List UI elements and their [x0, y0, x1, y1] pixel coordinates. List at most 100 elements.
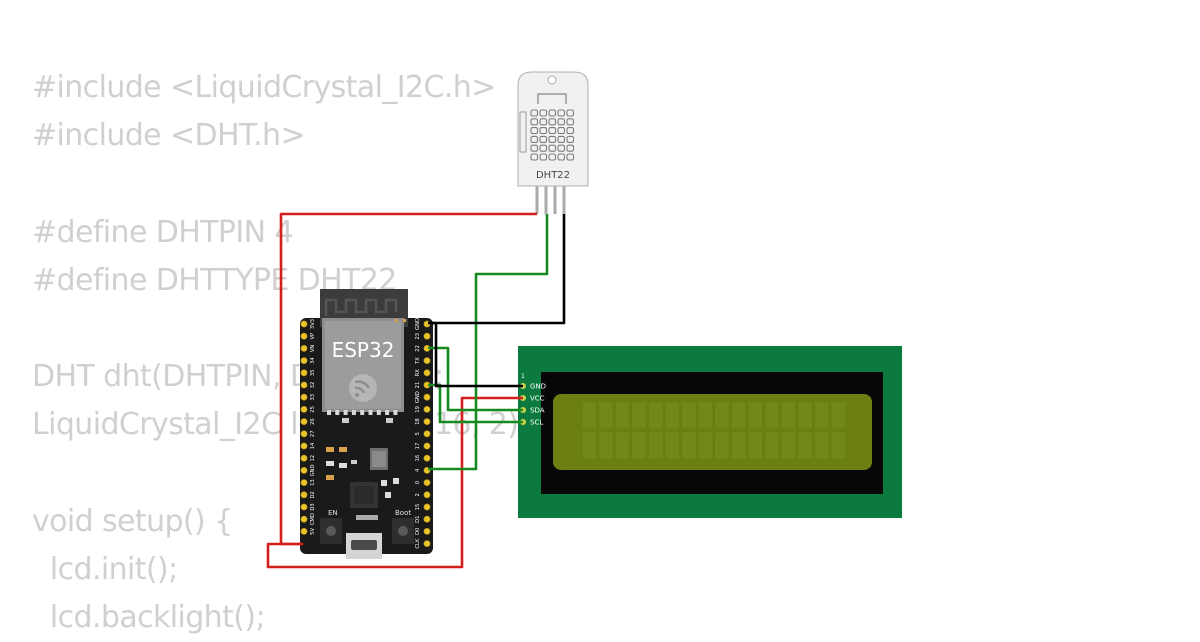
lcd-cell	[714, 401, 730, 430]
esp32-pin-right-15[interactable]: 15	[415, 503, 431, 511]
pin-label: 27	[310, 430, 316, 437]
esp32-pin-right-19[interactable]: 19	[415, 405, 431, 413]
vent-slot	[557, 135, 566, 143]
esp32-pin-left-gnd[interactable]: GND	[300, 464, 316, 476]
esp32-pin-right-5[interactable]: 5	[415, 430, 431, 438]
wire-dht-data-green[interactable]	[428, 214, 549, 471]
esp32-pin-left-32[interactable]: 32	[300, 381, 316, 389]
en-button[interactable]: EN	[320, 509, 342, 544]
esp32-pin-left-12[interactable]: 12	[300, 454, 316, 462]
esp32-pin-left-d2[interactable]: D2	[300, 491, 316, 498]
esp32-pin-right-rx[interactable]: RX	[415, 369, 431, 377]
esp32-pin-left-26[interactable]: 26	[300, 418, 316, 425]
esp32-pin-left-3v3[interactable]: 3V3	[300, 319, 316, 329]
pin-label: 2	[415, 493, 421, 496]
pin-label: 34	[310, 357, 316, 364]
esp32-pin-right-d1[interactable]: D1	[415, 516, 431, 523]
esp32-pin-left-35[interactable]: 35	[300, 369, 316, 377]
code-line: lcd.init();	[32, 551, 178, 587]
lcd-cell	[764, 431, 780, 460]
esp32-pin-left-13[interactable]: 13	[300, 479, 316, 486]
esp32-pin-left-vn[interactable]: VN	[300, 345, 316, 353]
dht22-sensor[interactable]: DHT22	[517, 71, 589, 214]
vent-slot	[530, 153, 539, 161]
esp32-pin-left-5v[interactable]: 5V	[300, 528, 316, 535]
espressif-logo-icon	[349, 374, 377, 402]
castellation	[351, 410, 356, 415]
esp32-pin-right-18[interactable]: 18	[415, 418, 431, 425]
esp32-pin-right-23[interactable]: 23	[415, 332, 431, 340]
castellation	[376, 410, 381, 415]
dht22-vents	[519, 109, 575, 161]
lcd-cell	[664, 401, 680, 430]
lcd-display[interactable]: 1 GND VCC SDA SCL	[518, 346, 902, 518]
esp32-board[interactable]: ESP32 3V3VPVN343532332526271412GND13D2D3…	[300, 289, 433, 559]
esp32-pin-right-17[interactable]: 17	[415, 442, 431, 450]
esp32-pin-left-vp[interactable]: VP	[300, 332, 316, 340]
pin-label: GND	[415, 391, 421, 403]
lcd-cell	[598, 401, 614, 430]
castellation	[393, 410, 398, 415]
lcd-cell	[697, 431, 714, 460]
pin-label: 21	[415, 382, 421, 389]
pin-label: TX	[415, 357, 421, 365]
en-button-label: EN	[328, 509, 338, 517]
pin-label: VP	[310, 333, 316, 340]
esp32-pin-right-2[interactable]: 2	[415, 491, 431, 499]
esp32-pin-right-0[interactable]: 0	[415, 479, 431, 486]
lcd-cell	[747, 431, 763, 460]
vent-slot	[548, 127, 557, 135]
boot-button[interactable]: Boot	[392, 509, 414, 544]
esp32-pin-right-clk[interactable]: CLK	[415, 538, 431, 549]
esp32-pin-right-gnd[interactable]: GND	[415, 391, 431, 403]
pin-label: 23	[415, 333, 421, 340]
esp32-pin-left-25[interactable]: 25	[300, 405, 316, 413]
esp32-pin-right-tx[interactable]: TX	[415, 357, 431, 365]
antenna-trace	[324, 298, 398, 316]
pin-label: 32	[310, 382, 316, 389]
esp32-pin-left-14[interactable]: 14	[300, 442, 316, 450]
code-line: #define DHTPIN 4	[32, 214, 294, 250]
pin-label: CMD	[310, 513, 316, 525]
pin-label: 25	[310, 406, 316, 413]
esp32-pin-left-33[interactable]: 33	[300, 393, 316, 401]
esp32-pin-left-27[interactable]: 27	[300, 430, 316, 438]
pin-label: 35	[310, 369, 316, 376]
vent-slot	[557, 109, 566, 117]
vent-slot	[539, 144, 548, 152]
lcd-cell	[614, 401, 631, 430]
vent-slot	[548, 135, 557, 143]
castellation	[385, 410, 390, 415]
pin-label: D3	[310, 503, 316, 510]
vent-slot	[557, 153, 566, 161]
wire-lcd-sda-green[interactable]	[428, 346, 523, 412]
lcd-cell	[747, 401, 763, 430]
esp32-pin-left-d3[interactable]: D3	[300, 503, 316, 511]
vent-slot	[530, 144, 539, 152]
pin-label: RX	[415, 369, 421, 377]
lcd-cell	[814, 401, 830, 430]
wire-lcd-vcc-red[interactable]	[266, 396, 523, 569]
esp32-pin-right-d0[interactable]: D0	[415, 528, 431, 535]
pin-label: 17	[415, 443, 421, 450]
pin-label: D2	[310, 491, 316, 498]
pin-label: 4	[415, 468, 421, 472]
vent-slot	[566, 127, 575, 135]
vent-slot	[548, 153, 557, 161]
esp32-pin-left-cmd[interactable]: CMD	[300, 513, 316, 525]
lcd-character-grid	[581, 401, 846, 460]
lcd-cell	[731, 431, 747, 460]
vent-slot	[539, 118, 548, 126]
esp32-pin-left-34[interactable]: 34	[300, 357, 316, 364]
pin-label: GND	[415, 318, 421, 330]
lcd-cell	[581, 401, 597, 430]
esp32-components	[326, 319, 406, 520]
vent-slot	[539, 135, 548, 143]
wire-lcd-scl-green[interactable]	[428, 383, 523, 424]
lcd-cell	[797, 401, 813, 430]
wire-lcd-gnd-black[interactable]	[428, 321, 523, 388]
wire-dht-gnd-black[interactable]	[428, 214, 566, 325]
esp32-pin-right-16[interactable]: 16	[415, 454, 431, 462]
vent-slot	[557, 144, 566, 152]
